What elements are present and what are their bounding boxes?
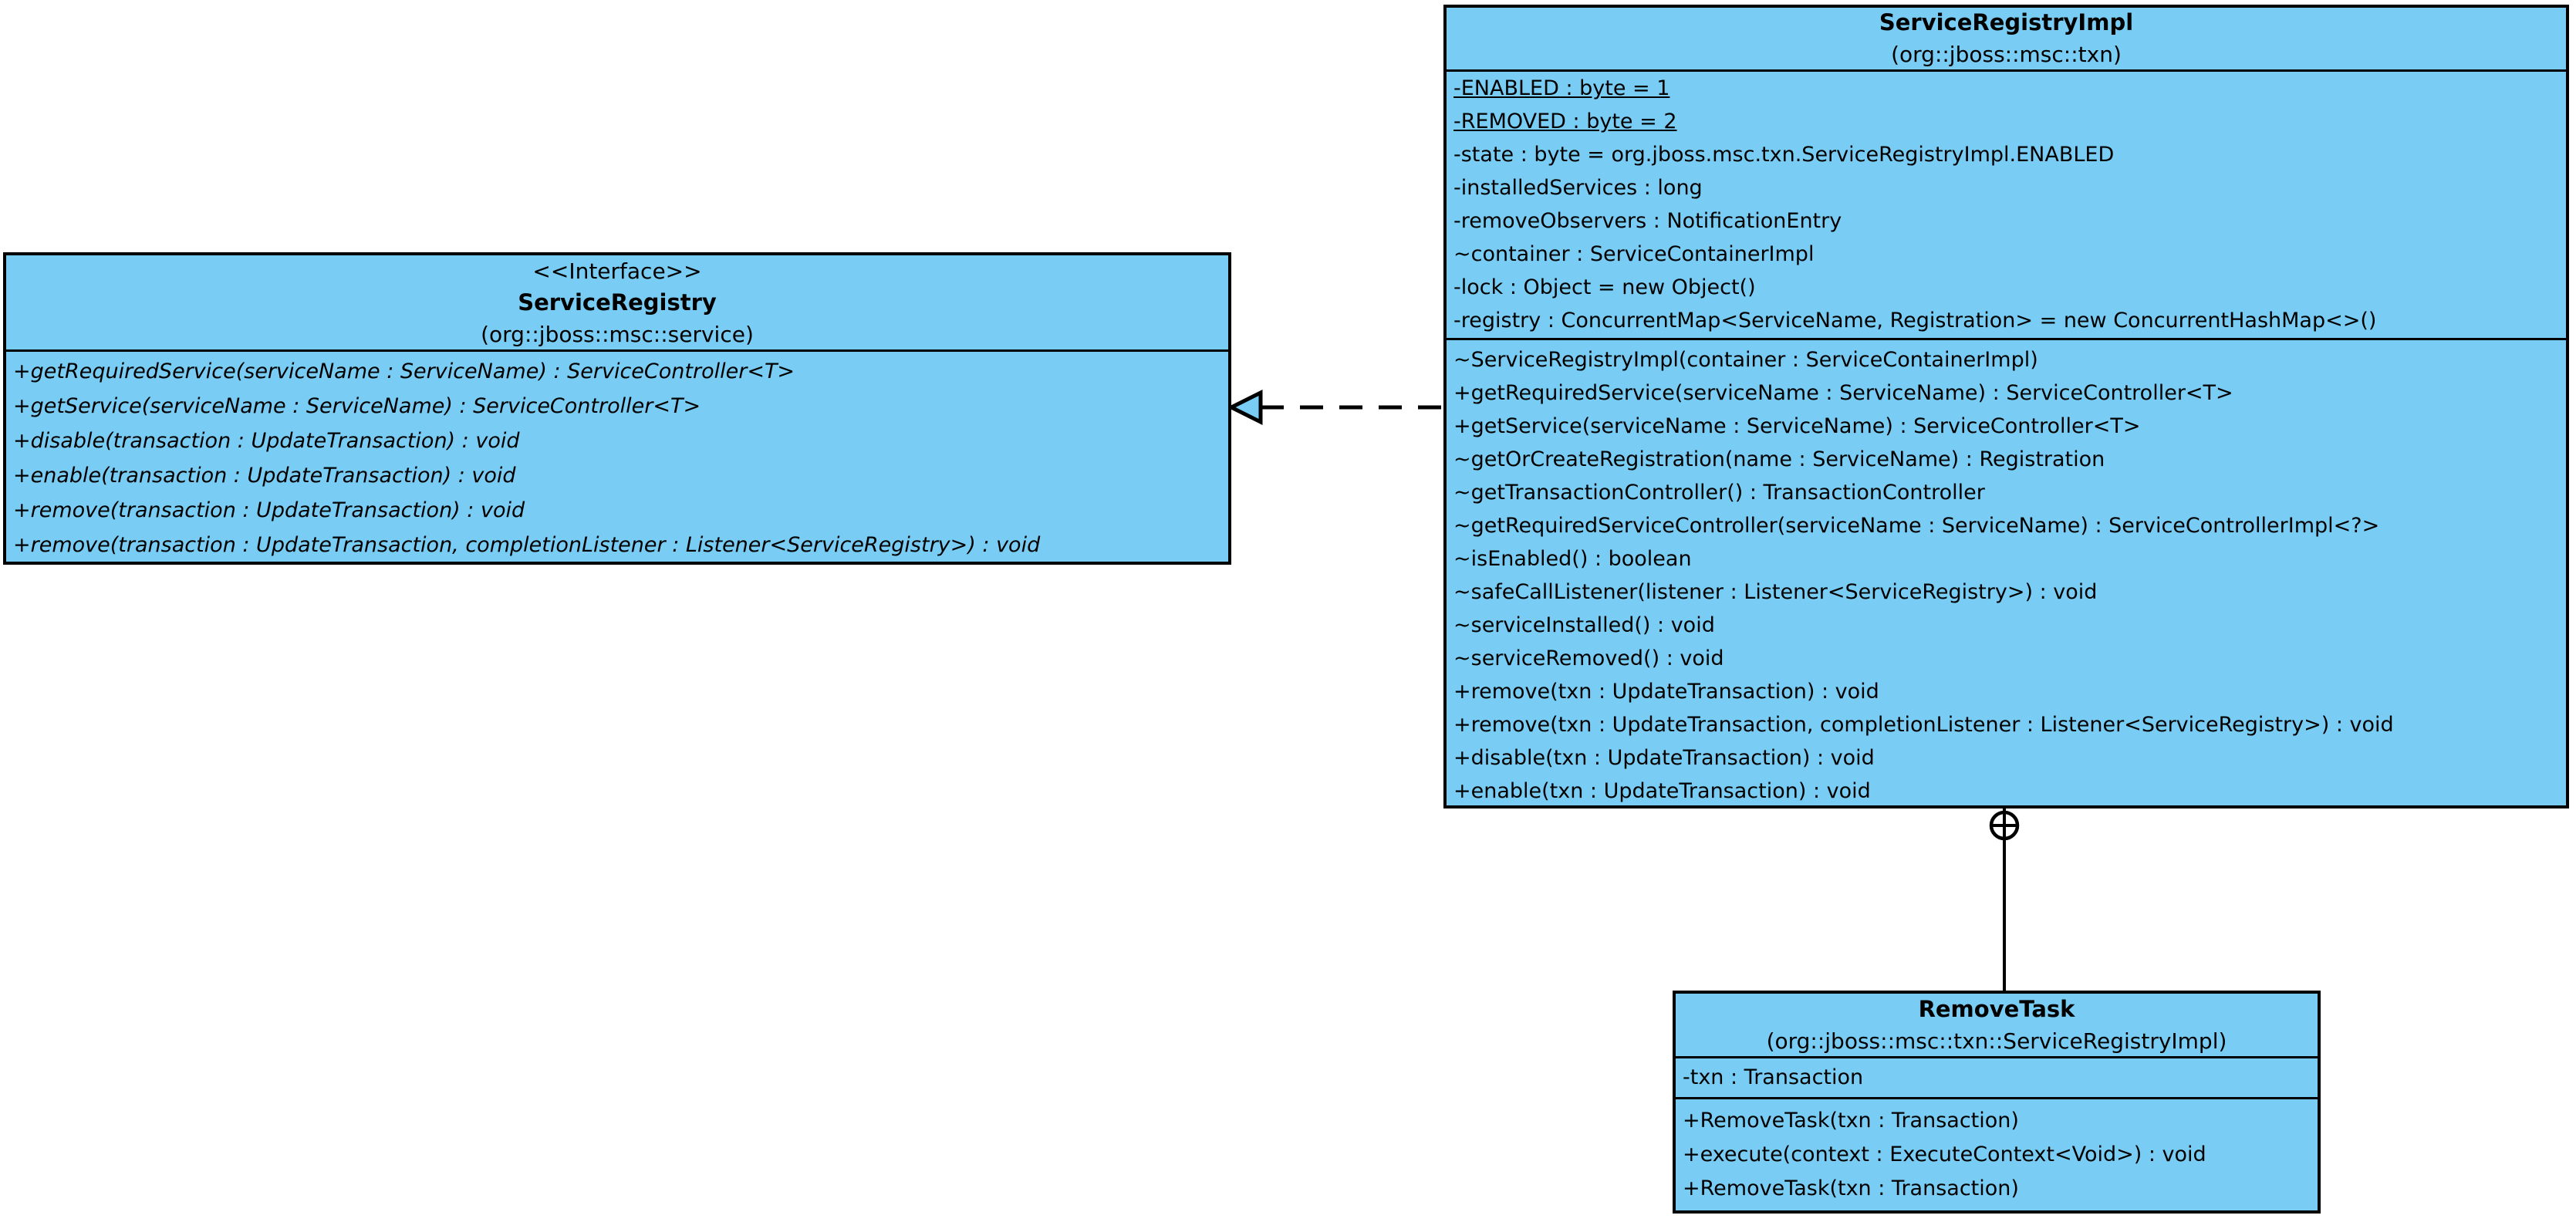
containment-connector[interactable] xyxy=(1989,808,2020,991)
method-row: +getService(serviceName : ServiceName) :… xyxy=(13,394,701,418)
interface-package: (org::jboss::msc::service) xyxy=(481,321,754,347)
method-row: ~getOrCreateRegistration(name : ServiceN… xyxy=(1453,447,2105,471)
method-row: +disable(transaction : UpdateTransaction… xyxy=(13,429,520,453)
interface-title-compartment: <<Interface>> ServiceRegistry (org::jbos… xyxy=(6,255,1228,349)
attribute-row: -state : byte = org.jboss.msc.txn.Servic… xyxy=(1453,143,2115,167)
nested-package: (org::jboss::msc::txn::ServiceRegistryIm… xyxy=(1766,1028,2227,1054)
attribute-row: -registry : ConcurrentMap<ServiceName, R… xyxy=(1453,309,2377,333)
method-row: +RemoveTask(txn : Transaction) xyxy=(1683,1176,2019,1200)
method-row: +enable(txn : UpdateTransaction) : void xyxy=(1453,779,1871,803)
method-row: ~getTransactionController() : Transactio… xyxy=(1453,481,1985,505)
impl-methods-compartment: ~ServiceRegistryImpl(container : Service… xyxy=(1447,338,2566,805)
static-attribute-row: -ENABLED : byte = 1 xyxy=(1453,76,1670,100)
attribute-row: -txn : Transaction xyxy=(1683,1065,1864,1089)
method-row: ~safeCallListener(listener : Listener<Se… xyxy=(1453,580,2098,604)
attribute-row: ~container : ServiceContainerImpl xyxy=(1453,242,1815,266)
nested-methods-compartment: +RemoveTask(txn : Transaction) +execute(… xyxy=(1676,1097,2318,1210)
class-box-serviceregistry-interface[interactable]: <<Interface>> ServiceRegistry (org::jbos… xyxy=(3,252,1231,565)
nested-class-name: RemoveTask xyxy=(1918,995,2075,1022)
method-row: +getRequiredService(serviceName : Servic… xyxy=(13,360,795,383)
method-row: ~serviceInstalled() : void xyxy=(1453,613,1715,637)
method-row: +disable(txn : UpdateTransaction) : void xyxy=(1453,746,1875,770)
class-box-removetask[interactable]: RemoveTask (org::jboss::msc::txn::Servic… xyxy=(1673,991,2321,1214)
class-box-serviceregistryimpl[interactable]: ServiceRegistryImpl (org::jboss::msc::tx… xyxy=(1443,5,2569,808)
attribute-row: -removeObservers : NotificationEntry xyxy=(1453,209,1842,233)
method-row: +RemoveTask(txn : Transaction) xyxy=(1683,1109,2019,1133)
interface-name: ServiceRegistry xyxy=(518,289,717,316)
method-row: ~serviceRemoved() : void xyxy=(1453,646,1724,670)
nested-title-compartment: RemoveTask (org::jboss::msc::txn::Servic… xyxy=(1676,994,2318,1056)
attribute-row: -installedServices : long xyxy=(1453,176,1703,200)
interface-methods-compartment: +getRequiredService(serviceName : Servic… xyxy=(6,349,1228,562)
method-row: +remove(transaction : UpdateTransaction)… xyxy=(13,498,525,522)
impl-attributes-compartment: -ENABLED : byte = 1 -REMOVED : byte = 2 … xyxy=(1447,69,2566,338)
realization-connector[interactable] xyxy=(1227,389,1443,426)
static-attribute-row: -REMOVED : byte = 2 xyxy=(1453,110,1677,133)
attribute-row: -lock : Object = new Object() xyxy=(1453,275,1756,299)
method-row: +remove(txn : UpdateTransaction, complet… xyxy=(1453,713,2394,737)
impl-class-name: ServiceRegistryImpl xyxy=(1879,9,2134,35)
realization-arrowhead-icon xyxy=(1227,389,1263,426)
nested-attributes-compartment: -txn : Transaction xyxy=(1676,1056,2318,1097)
method-row: +getRequiredService(serviceName : Servic… xyxy=(1453,381,2233,405)
method-row: +remove(txn : UpdateTransaction) : void xyxy=(1453,680,1879,704)
method-row: ~ServiceRegistryImpl(container : Service… xyxy=(1453,348,2038,372)
impl-title-compartment: ServiceRegistryImpl (org::jboss::msc::tx… xyxy=(1447,8,2566,69)
containment-circle-plus-icon xyxy=(1989,810,2020,841)
method-row: ~getRequiredServiceController(serviceNam… xyxy=(1453,514,2380,538)
method-row: +enable(transaction : UpdateTransaction)… xyxy=(13,464,516,488)
method-row: ~isEnabled() : boolean xyxy=(1453,547,1692,571)
method-row: +execute(context : ExecuteContext<Void>)… xyxy=(1683,1143,2206,1166)
method-row: +remove(transaction : UpdateTransaction,… xyxy=(13,533,1041,557)
interface-stereotype: <<Interface>> xyxy=(532,258,702,284)
method-row: +getService(serviceName : ServiceName) :… xyxy=(1453,414,2141,438)
impl-package: (org::jboss::msc::txn) xyxy=(1891,42,2122,67)
